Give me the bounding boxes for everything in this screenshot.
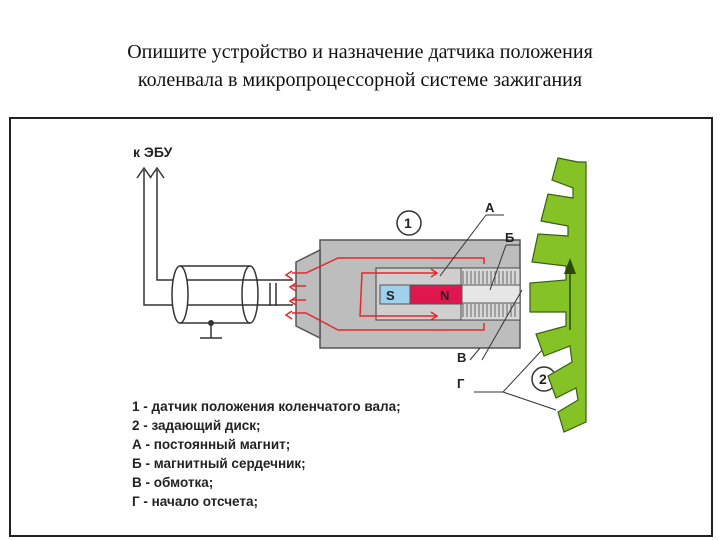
- title-line-1: Опишите устройство и назначение датчика …: [127, 41, 593, 63]
- legend-item-g: Г - начало отсчета;: [132, 494, 259, 509]
- legend-item-2: 2 - задающий диск;: [132, 418, 261, 433]
- callout-1-circle: [396, 210, 422, 236]
- leader-lines: [439, 214, 557, 411]
- coil-winding: [462, 271, 516, 317]
- magnetic-field-lines: [284, 257, 485, 331]
- magnet-s-label: S: [386, 288, 395, 303]
- label-a: А: [485, 200, 495, 215]
- magnet-north-pole: [409, 284, 463, 305]
- legend-item-1: 1 - датчик положения коленчатого вала;: [132, 399, 401, 414]
- magnet-n-label: N: [440, 288, 449, 303]
- shielded-cable: [171, 265, 277, 339]
- legend-item-a: А - постоянный магнит;: [132, 437, 291, 452]
- ecu-wires: [136, 166, 293, 306]
- label-g: Г: [457, 376, 465, 391]
- title-line-2: коленвала в микропроцессорной системе за…: [137, 69, 583, 91]
- magnet-south-pole: [379, 284, 411, 305]
- ground-node: [208, 320, 214, 326]
- rotation-arrow: [564, 258, 576, 330]
- callout-1: 1: [404, 215, 412, 231]
- timing-disc: [529, 157, 587, 433]
- slide-title: Опишите устройство и назначение датчика …: [0, 38, 720, 94]
- legend-item-b: Б - магнитный сердечник;: [132, 456, 306, 471]
- legend: 1 - датчик положения коленчатого вала; 2…: [132, 397, 401, 511]
- callout-2: 2: [539, 371, 547, 387]
- legend-item-v: В - обмотка;: [132, 475, 214, 490]
- ecu-label: к ЭБУ: [133, 144, 173, 160]
- label-b: Б: [505, 230, 514, 245]
- label-v: В: [457, 350, 466, 365]
